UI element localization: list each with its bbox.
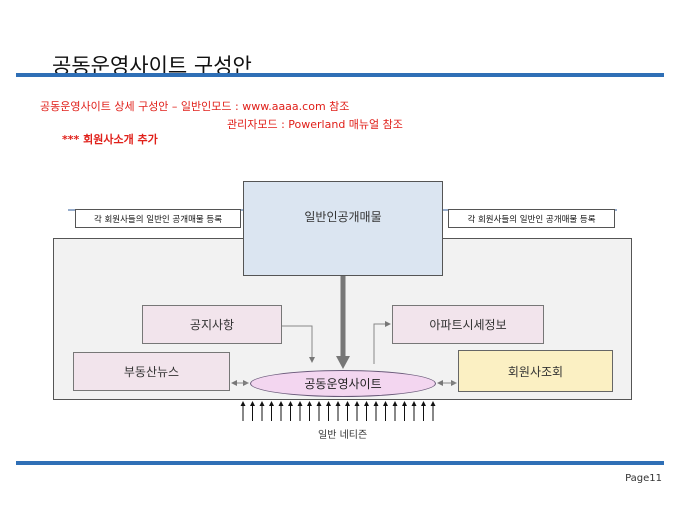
note-line-2: 관리자모드 : Powerland 매뉴얼 참조 [227, 118, 403, 131]
public-listings-box: 일반인공개매물 [243, 181, 443, 276]
notice-connector [282, 325, 315, 363]
bottom-divider [16, 461, 664, 465]
left-register-tag: 각 회원사들의 일반인 공개매물 등록 [75, 209, 241, 228]
netizen-label: 일반 네티즌 [318, 430, 368, 441]
note-line-3: *** 회원사소개 추가 [62, 133, 158, 146]
apt-connector [373, 321, 391, 364]
joint-site-ellipse: 공동운영사이트 [250, 370, 436, 397]
note-line-1: 공동운영사이트 상세 구성안 – 일반인모드 : www.aaaa.com 참조 [40, 100, 350, 113]
page-number: Page11 [625, 473, 662, 484]
member-lookup-box: 회원사조회 [458, 350, 613, 392]
right-register-tag: 각 회원사들의 일반인 공개매물 등록 [448, 209, 615, 228]
top-divider [16, 73, 664, 77]
notice-box: 공지사항 [142, 305, 282, 344]
apt-price-box: 아파트시세정보 [392, 305, 544, 344]
real-estate-news-box: 부동산뉴스 [73, 352, 230, 391]
netizen-arrows [240, 401, 436, 421]
